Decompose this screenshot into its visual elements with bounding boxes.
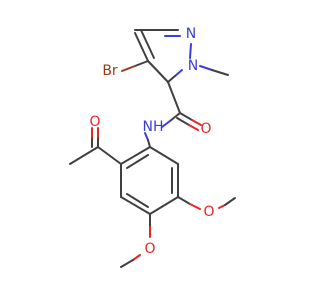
bond-c3-br-colored (121, 65, 136, 72)
molecule-structure: N N Br NH O O O O (69, 26, 236, 268)
benzene-ring (120, 146, 179, 215)
bond-c5-carbonyl (167, 81, 181, 114)
atom-label-methoxy-oxygen-lower: O (144, 241, 155, 257)
bond-methyl (211, 69, 229, 76)
atom-label-amide-nh: NH (143, 119, 164, 135)
structure-canvas: N N Br NH O O O O (69, 26, 236, 268)
bond-ome2-me-red (132, 254, 141, 261)
bond-carbonyl-o-double-red (188, 124, 199, 131)
bond-carbonyl-n (169, 112, 181, 122)
bond-c3-br (134, 60, 149, 67)
atom-label-amide-oxygen: O (200, 121, 211, 137)
bond-ome1-me (224, 197, 236, 206)
bond-n1-methyl (199, 65, 213, 71)
bond-ar-4-double (126, 193, 149, 208)
bond-c3-c4 (134, 32, 149, 62)
atom-label-n1: N (188, 58, 198, 74)
bond-carbonyl-o-double (176, 117, 190, 126)
bond-ome1-me-red (218, 204, 226, 209)
methoxy-lower (120, 213, 151, 268)
bond-ar-4 (120, 196, 151, 215)
bond-c5-c3 (147, 60, 169, 83)
bond-ar-ome1-red (189, 203, 201, 210)
amide-group (144, 81, 202, 148)
atom-label-acetyl-oxygen: O (89, 114, 100, 130)
bond-ome2-me (120, 259, 134, 268)
acetyl-group (69, 127, 122, 165)
bond-carbonyl-n-blue (161, 120, 171, 128)
bond-n-aryl-blue (144, 132, 149, 141)
bond-ar-6-double (126, 154, 149, 169)
bond-n1-c5 (174, 69, 183, 77)
bond-acetyl-methyl (69, 146, 99, 165)
bond-ar-acetylC (97, 146, 122, 165)
pyrazole-ring (121, 29, 229, 83)
bond-ar-3 (149, 196, 179, 215)
atom-label-bromine: Br (102, 63, 118, 79)
bond-c3-c4-double (140, 29, 155, 59)
bond-ar-6 (120, 146, 151, 165)
atom-label-n2: N (186, 26, 196, 42)
bond-ar-1 (149, 146, 179, 165)
bond-n2-n1 (189, 43, 192, 59)
atom-label-methoxy-oxygen-upper: O (203, 204, 214, 220)
methoxy-upper (177, 196, 236, 210)
bond-n1-c5b (167, 75, 176, 83)
bond-carbonyl-o (179, 112, 193, 121)
bond-carbonyl-o-red (191, 119, 202, 126)
bond-n-aryl (147, 139, 151, 148)
bond-ar-ome1 (177, 196, 191, 205)
